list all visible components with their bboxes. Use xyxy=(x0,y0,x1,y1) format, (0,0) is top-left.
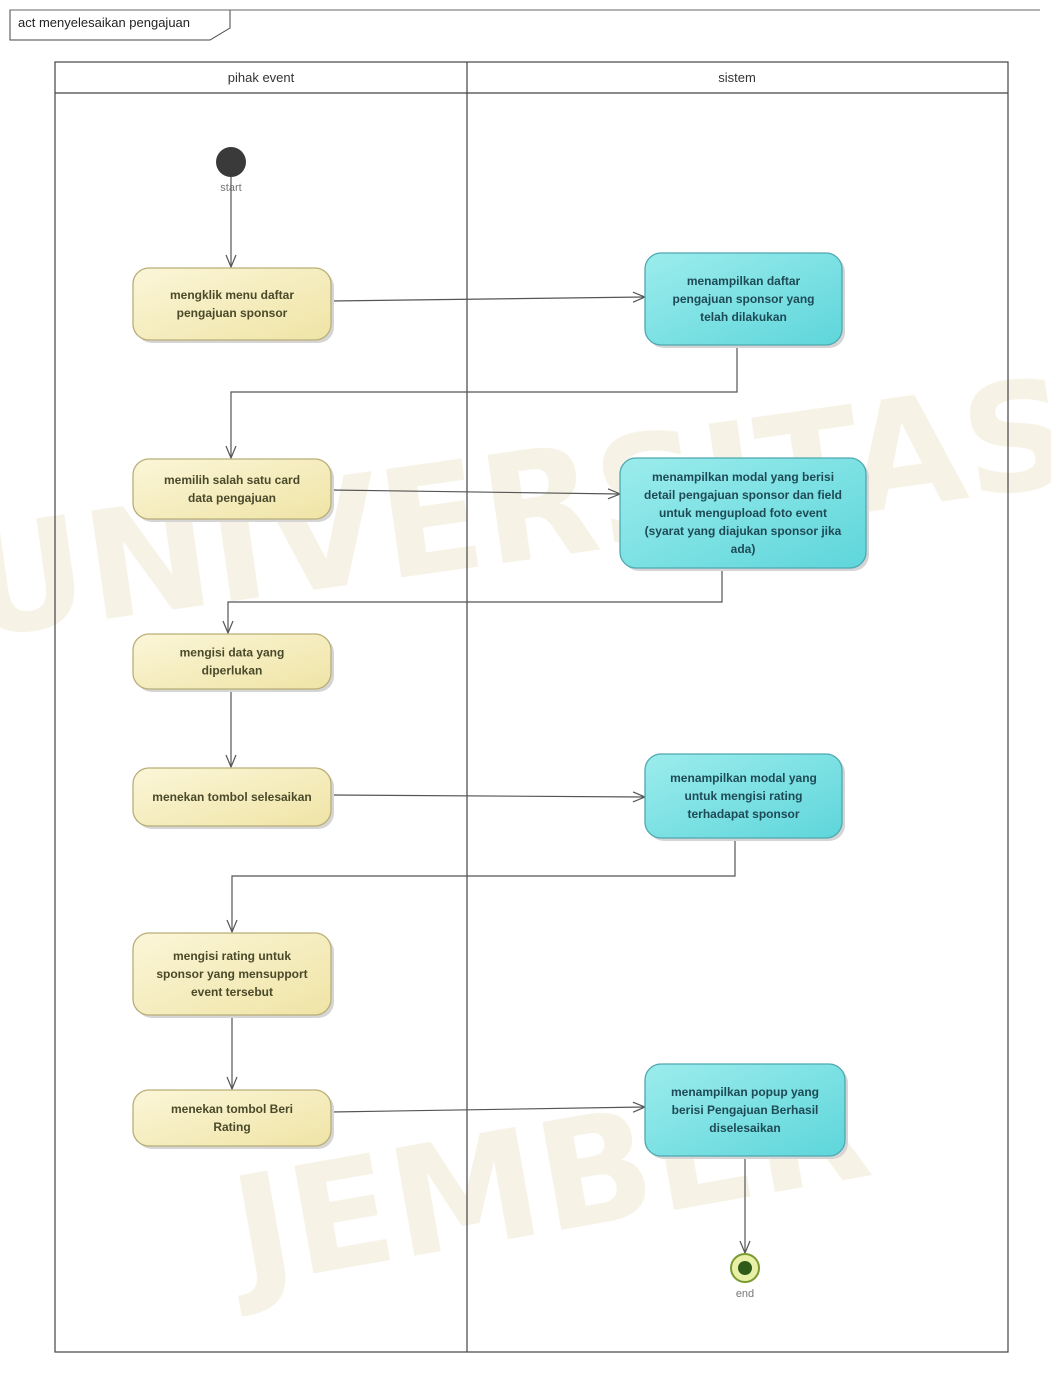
activity-box xyxy=(619,457,867,569)
system-activity-4: menampilkan modal yang berisi detail peng… xyxy=(619,457,869,571)
activity-label-line: ada) xyxy=(731,542,756,556)
lane-header-sistem: sistem xyxy=(718,70,756,85)
system-activity-10: menampilkan popup yang berisi Pengajuan B… xyxy=(644,1063,848,1159)
activity-label-line: data pengajuan xyxy=(188,491,276,505)
start-node: start xyxy=(216,147,246,194)
activity-label-line: diselesaikan xyxy=(709,1121,780,1135)
actor-activity-8: mengisi rating untuk sponsor yang mensupp… xyxy=(132,932,334,1018)
flow-a6-to-s4 xyxy=(330,1107,645,1112)
lane-header-pihak-event: pihak event xyxy=(228,70,295,85)
activity-label-line: Rating xyxy=(213,1120,250,1134)
activity-label-line: event tersebut xyxy=(191,985,273,999)
system-activity-7: menampilkan modal yang untuk mengisi rati… xyxy=(644,753,845,841)
activity-label-line: menampilkan popup yang xyxy=(671,1085,819,1099)
activity-box xyxy=(644,753,843,839)
activity-box xyxy=(132,1089,332,1147)
flow-a1-to-s1 xyxy=(330,297,645,301)
activity-label-line: sponsor yang mensupport xyxy=(156,967,307,981)
activity-box xyxy=(644,252,843,346)
activity-label-line: berisi Pengajuan Berhasil xyxy=(672,1103,819,1117)
frame-title: act menyelesaikan pengajuan xyxy=(18,15,190,30)
actor-activity-5: mengisi data yang diperlukan xyxy=(132,633,334,692)
activity-box xyxy=(132,767,332,827)
frame-tab xyxy=(9,9,231,41)
connectors xyxy=(228,177,745,1253)
activity-label-line: menampilkan modal yang berisi xyxy=(652,470,834,484)
activity-label-line: telah dilakukan xyxy=(700,310,787,324)
frame: act menyelesaikan pengajuan xyxy=(9,9,1040,41)
flow-a2-to-s2 xyxy=(330,490,620,494)
activity-label-line: untuk mengisi rating xyxy=(684,789,802,803)
flow-s2-to-a3 xyxy=(228,568,723,633)
actor-activity-3: memilih salah satu card data pengajuan xyxy=(132,458,334,522)
activity-label-line: (syarat yang diajukan sponsor jika xyxy=(645,524,842,538)
flow-a4-to-s3 xyxy=(330,795,645,797)
activity-label-line: menampilkan daftar xyxy=(687,274,801,288)
system-activity-2: menampilkan daftar pengajuan sponsor yang… xyxy=(644,252,845,348)
activity-box xyxy=(644,1063,846,1157)
activity-label-line: pengajuan sponsor yang xyxy=(672,292,814,306)
activity-label-line: menekan tombol selesaikan xyxy=(152,790,311,804)
flow-s1-to-a2 xyxy=(231,345,738,458)
lanes-border xyxy=(54,61,1009,1353)
activity-label-line: untuk mengupload foto event xyxy=(659,506,827,520)
end-node: end xyxy=(730,1253,760,1300)
activity-label-line: mengisi data yang xyxy=(180,646,285,660)
activity-label-line: pengajuan sponsor xyxy=(177,306,288,320)
activity-box xyxy=(132,633,332,690)
actor-activity-6: menekan tombol selesaikan xyxy=(132,767,334,829)
start-label: start xyxy=(220,182,241,194)
activity-label-line: menampilkan modal yang xyxy=(670,771,817,785)
activity-label-line: mengisi rating untuk xyxy=(173,949,291,963)
activity-label-line: diperlukan xyxy=(202,664,263,678)
activity-label-line: terhadapat sponsor xyxy=(687,807,799,821)
activity-label-line: mengklik menu daftar xyxy=(170,288,294,302)
end-label: end xyxy=(736,1288,754,1300)
activity-label-line: detail pengajuan sponsor dan field xyxy=(644,488,842,502)
activity-box xyxy=(132,458,332,520)
activity-label-line: menekan tombol Beri xyxy=(171,1102,293,1116)
flow-s3-to-a5 xyxy=(232,838,736,932)
activity-box xyxy=(132,267,332,341)
activity-box xyxy=(132,932,332,1016)
swimlanes: pihak event sistem xyxy=(54,61,1009,1353)
activity-label-line: memilih salah satu card xyxy=(164,473,300,487)
actor-activity-1: mengklik menu daftar pengajuan sponsor xyxy=(132,267,334,343)
